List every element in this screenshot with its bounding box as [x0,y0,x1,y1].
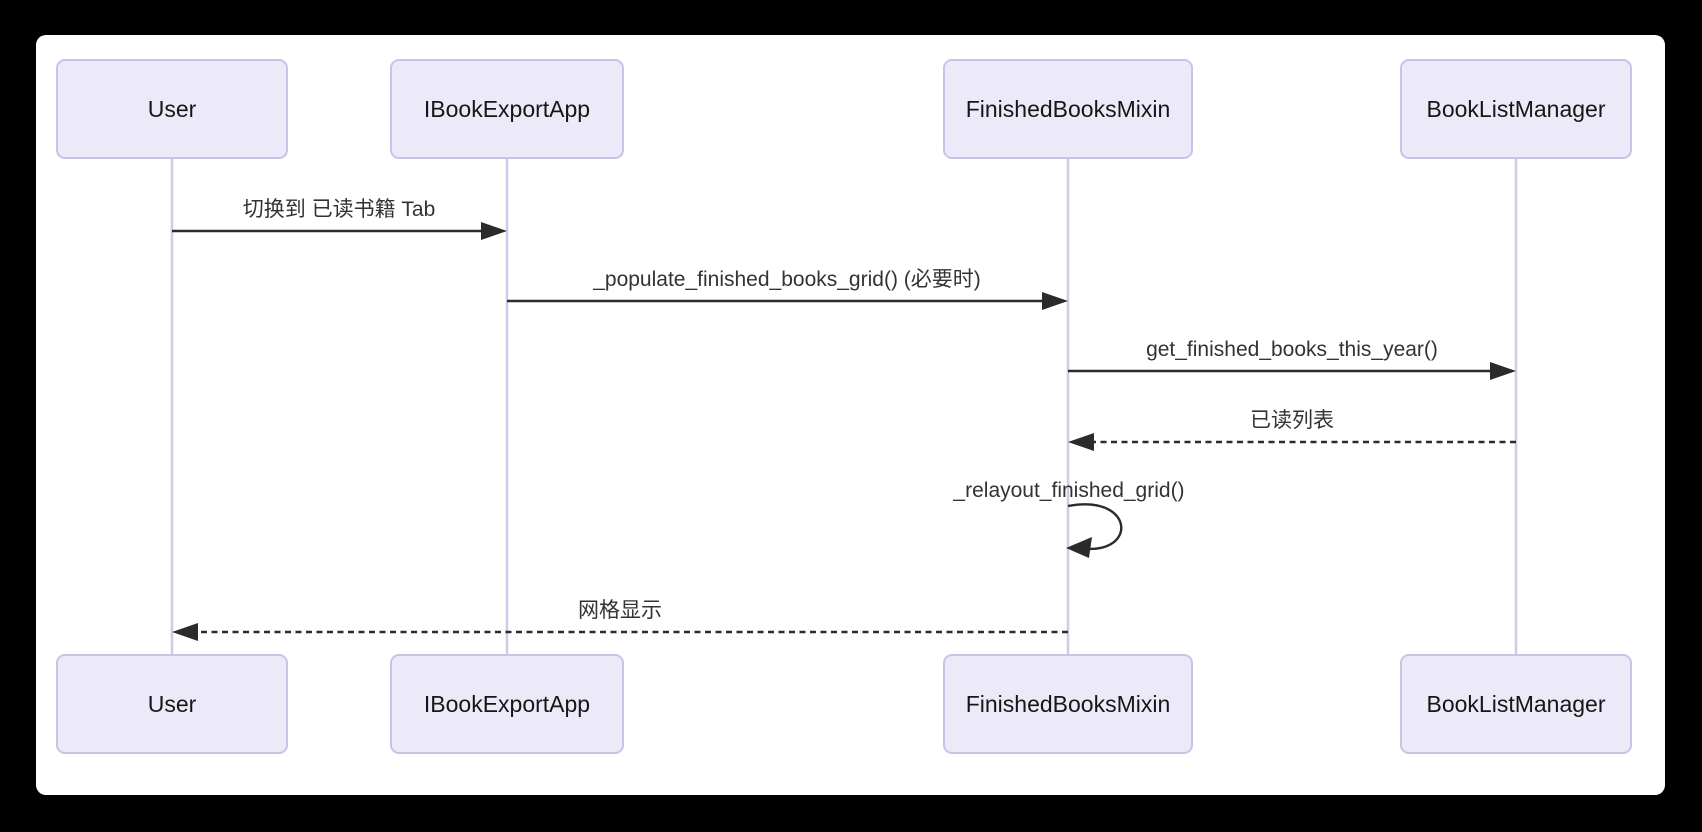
actor-bottom-finishedbooksmixin: FinishedBooksMixin [943,654,1193,754]
diagram-panel [36,35,1665,795]
message-label: _relayout_finished_grid() [952,479,1184,502]
message-1: 切换到 已读书籍 Tab [172,198,507,240]
actor-box [1400,654,1632,754]
arrowhead-right-icon [481,222,507,240]
actor-box [390,59,624,159]
actor-top-user: User [56,59,288,159]
actor-bottom-user: User [56,654,288,754]
message-label: _populate_finished_books_grid() (必要时) [592,268,981,291]
actor-label: IBookExportApp [424,691,590,717]
message-3: get_finished_books_this_year() [1068,338,1516,380]
actor-top-finishedbooksmixin: FinishedBooksMixin [943,59,1193,159]
actor-label: User [148,691,197,717]
arrowhead-left-icon [1068,433,1094,451]
arrowhead-right-icon [1490,362,1516,380]
actor-box [56,654,288,754]
actor-label: BookListManager [1427,96,1606,122]
actor-bottom-booklistmanager: BookListManager [1400,654,1632,754]
actor-box [390,654,624,754]
message-label: 网格显示 [578,599,662,622]
actor-label: BookListManager [1427,691,1606,717]
actor-box [1400,59,1632,159]
message-2: _populate_finished_books_grid() (必要时) [507,268,1068,310]
actor-box [56,59,288,159]
arrowhead-left-icon [1066,537,1092,558]
actor-top-ibookexportapp: IBookExportApp [390,59,624,159]
message-4: 已读列表 [1068,409,1516,451]
actor-box [943,654,1193,754]
actor-top-booklistmanager: BookListManager [1400,59,1632,159]
message-label: 已读列表 [1250,409,1334,432]
actor-label: User [148,96,197,122]
message-5-self-loop: _relayout_finished_grid() [952,479,1185,558]
self-loop-curve [1067,503,1123,550]
message-label: 切换到 已读书籍 Tab [243,198,436,221]
actor-label: FinishedBooksMixin [966,96,1171,122]
actor-bottom-ibookexportapp: IBookExportApp [390,654,624,754]
message-label: get_finished_books_this_year() [1146,338,1438,361]
message-6: 网格显示 [172,599,1068,641]
actor-label: IBookExportApp [424,96,590,122]
arrowhead-left-icon [172,623,198,641]
actor-label: FinishedBooksMixin [966,691,1171,717]
arrowhead-right-icon [1042,292,1068,310]
actor-box [943,59,1193,159]
